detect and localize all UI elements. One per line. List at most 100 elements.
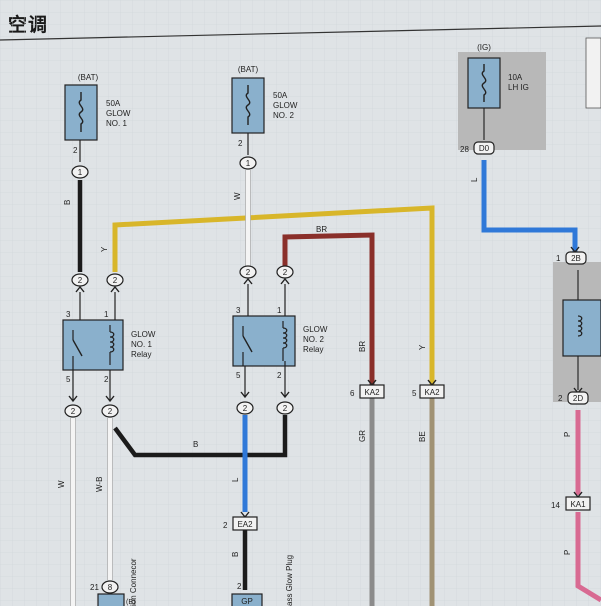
pin-connector: 2	[71, 273, 89, 320]
relay1-box	[62, 319, 124, 371]
fuse1-symbol	[78, 92, 84, 132]
relay1-pin2: 2	[104, 375, 109, 384]
wire-label-l1: L	[470, 177, 479, 182]
relay1-name1: GLOW	[131, 330, 156, 339]
pin-connector: 2	[276, 265, 294, 316]
fuse2-name1: GLOW	[273, 101, 298, 110]
wire-label-w2: W	[57, 480, 66, 488]
pin-connector: 2	[106, 273, 124, 320]
fuse2-pin: 2	[238, 139, 243, 148]
wire-label-l2: L	[231, 477, 240, 482]
svg-text:14: 14	[551, 501, 560, 510]
svg-text:2: 2	[223, 521, 228, 530]
wire-br	[282, 232, 375, 385]
pin-connector: 8 21	[90, 580, 119, 594]
wire-p2	[575, 512, 601, 603]
wire-label-b3: B	[231, 552, 240, 557]
svg-text:2: 2	[78, 276, 83, 285]
relay2-pin1: 1	[277, 306, 282, 315]
wire-label-wb: W-B	[95, 477, 104, 492]
svg-text:2: 2	[113, 276, 118, 285]
connector-ka1: KA1 14	[551, 491, 591, 511]
connector-2b: 2B 1	[556, 246, 587, 265]
svg-text:(B): (B)	[126, 599, 135, 606]
relay3-coil	[577, 315, 583, 337]
svg-text:2D: 2D	[573, 394, 583, 403]
relay-glow-no1: 3 1 5 2 GLOW NO. 1 Relay	[62, 310, 156, 384]
relay2-name1: GLOW	[303, 325, 328, 334]
wire-label-br2: BR	[358, 341, 367, 352]
svg-text:28: 28	[460, 145, 469, 154]
fuse2-name2: NO. 2	[273, 111, 294, 120]
relay2-coil	[282, 327, 288, 349]
svg-text:2: 2	[283, 268, 288, 277]
svg-text:KA2: KA2	[424, 388, 440, 397]
wire-label-be: BE	[418, 431, 427, 442]
relay1-switch	[72, 339, 83, 357]
fuse1-pin: 2	[73, 146, 78, 155]
component-glow-plug: GP 2	[231, 582, 263, 606]
connector-ea2: EA2 2	[223, 511, 258, 531]
fuse3-name1: LH IG	[508, 83, 529, 92]
pin-connector: 2	[276, 361, 294, 415]
svg-text:D0: D0	[479, 144, 490, 153]
fuse-glow-no1: (BAT) 50A GLOW NO. 1 2	[64, 73, 131, 162]
svg-text:2: 2	[71, 407, 76, 416]
fuse2-source: (BAT)	[238, 65, 259, 74]
relay1-pin3: 3	[66, 310, 71, 319]
header-rule	[0, 25, 601, 41]
conn-fuse2-pin: 1	[246, 159, 251, 168]
svg-text:EA2: EA2	[237, 520, 253, 529]
fuse1-rating: 50A	[106, 99, 121, 108]
relay2-box	[232, 315, 296, 367]
wire-label-y2: Y	[418, 344, 427, 350]
svg-text:2: 2	[283, 404, 288, 413]
relay1-name2: NO. 1	[131, 340, 152, 349]
conn-fuse1-pin: 1	[78, 168, 83, 177]
relay1-coil	[109, 331, 115, 353]
part-label-glow-plug: ass Glow Plug	[285, 555, 294, 606]
wire-label-p2: P	[563, 550, 572, 555]
pin-connector: 2	[64, 370, 82, 418]
right-edge-box	[585, 37, 601, 109]
wire-y	[112, 205, 435, 385]
wire-label-b2: B	[193, 440, 198, 449]
fuse-glow-no2: (BAT) 50A GLOW NO. 2 2	[231, 65, 298, 155]
component-connector-b: (B)	[97, 593, 135, 606]
relay1-pin1: 1	[104, 310, 109, 319]
fuse3-rating: 10A	[508, 73, 523, 82]
wire-b2	[113, 415, 288, 458]
fuse1-name2: NO. 1	[106, 119, 127, 128]
fuse3-source: (IG)	[477, 43, 491, 52]
svg-text:2B: 2B	[571, 254, 581, 263]
connector-d0: D0 28	[460, 141, 495, 155]
fuse-lh-ig: (IG) 10A LH IG	[467, 43, 529, 109]
fuse1-source: (BAT)	[78, 73, 99, 82]
wire-label-b1: B	[63, 200, 72, 205]
svg-text:2: 2	[108, 407, 113, 416]
relay2-pin2: 2	[277, 371, 282, 380]
relay2-pin5: 5	[236, 371, 241, 380]
fuse1-name1: GLOW	[106, 109, 131, 118]
relay-glow-no2: 3 1 5 2 GLOW NO. 2 Relay	[232, 306, 328, 380]
pin-connector: 1	[239, 156, 257, 170]
connector-2d: 2D 2	[558, 387, 589, 405]
relay2-name3: Relay	[303, 345, 323, 354]
relay1-pin5: 5	[66, 375, 71, 384]
svg-text:8: 8	[108, 583, 113, 592]
relay2-pin3: 3	[236, 306, 241, 315]
fuse2-rating: 50A	[273, 91, 288, 100]
wire-label-p1: P	[563, 432, 572, 437]
wire-label-y1: Y	[100, 246, 109, 252]
fuse3-symbol	[481, 64, 487, 102]
svg-text:2: 2	[246, 268, 251, 277]
wire-label-gr: GR	[358, 430, 367, 442]
relay2-name2: NO. 2	[303, 335, 324, 344]
svg-text:5: 5	[412, 389, 417, 398]
part-label-connector: ion Connecor	[129, 558, 138, 606]
svg-text:KA1: KA1	[570, 500, 586, 509]
svg-text:1: 1	[556, 254, 561, 263]
svg-text:GP: GP	[241, 597, 253, 606]
relay1-name3: Relay	[131, 350, 151, 359]
